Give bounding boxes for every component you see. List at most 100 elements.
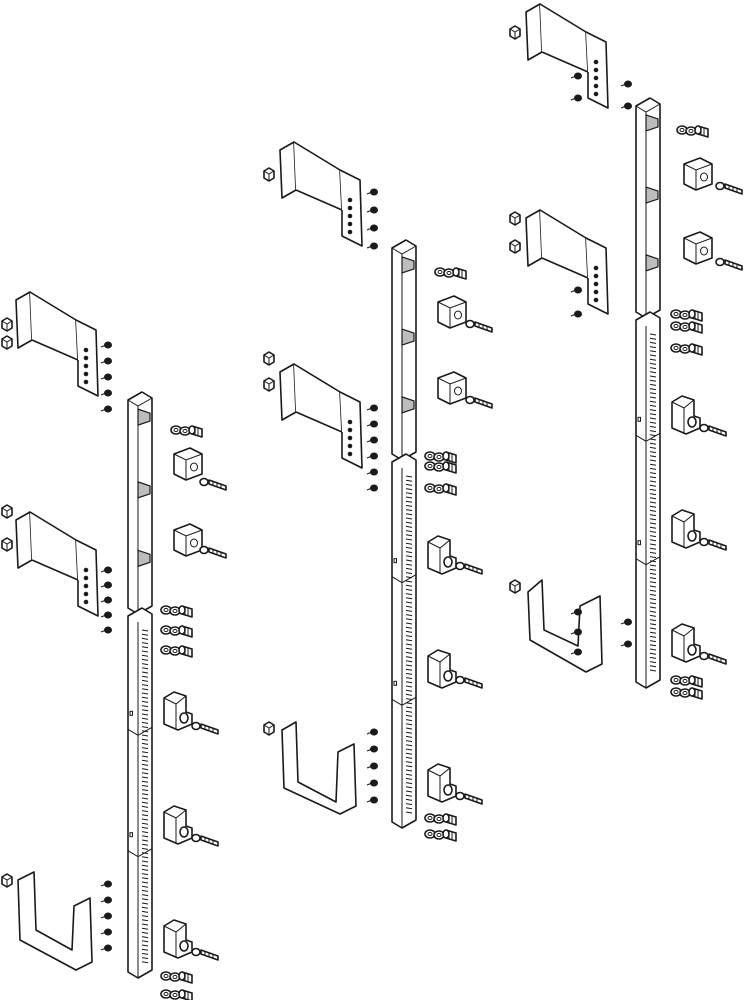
washer-bolt bbox=[170, 425, 203, 438]
busbar-notch bbox=[645, 254, 659, 272]
washer-bolt bbox=[670, 675, 703, 688]
bolt bbox=[715, 257, 743, 271]
screw bbox=[366, 468, 378, 476]
cube-nut bbox=[1, 504, 13, 519]
assembly-middle bbox=[263, 141, 493, 842]
busbar-notch bbox=[137, 408, 151, 426]
screw bbox=[100, 405, 112, 413]
screw bbox=[620, 640, 632, 648]
busbar-clamp bbox=[163, 919, 193, 959]
mounting-bracket bbox=[279, 363, 363, 469]
lower-busbar-housing bbox=[635, 311, 661, 689]
busbar-notch bbox=[645, 114, 659, 132]
bolt bbox=[191, 947, 219, 961]
washer-bolt bbox=[160, 605, 193, 618]
bolt bbox=[199, 545, 227, 559]
busbar-clamp bbox=[427, 763, 457, 803]
busbar-clamp bbox=[163, 691, 193, 731]
nut-block bbox=[173, 523, 203, 557]
mounting-bracket bbox=[525, 3, 609, 109]
screw bbox=[100, 357, 112, 365]
washer-bolt bbox=[160, 625, 193, 638]
busbar-clamp bbox=[427, 649, 457, 689]
screw bbox=[100, 928, 112, 936]
mounting-bracket bbox=[279, 141, 363, 247]
screw bbox=[100, 341, 112, 349]
screw bbox=[366, 206, 378, 214]
busbar-clamp bbox=[427, 535, 457, 575]
lower-busbar-housing bbox=[391, 453, 417, 829]
screw bbox=[570, 608, 582, 616]
assembly-left bbox=[1, 291, 227, 1000]
screw bbox=[100, 373, 112, 381]
busbar-notch bbox=[137, 549, 151, 568]
screw bbox=[570, 72, 582, 80]
screw bbox=[100, 912, 112, 920]
screw bbox=[366, 224, 378, 232]
screw bbox=[570, 628, 582, 636]
busbar-notch bbox=[645, 186, 659, 204]
cube-nut bbox=[263, 377, 275, 392]
washer-bolt bbox=[160, 971, 193, 984]
screw bbox=[366, 188, 378, 196]
mounting-bracket bbox=[15, 291, 99, 397]
screw bbox=[100, 581, 112, 589]
bolt bbox=[699, 423, 727, 437]
mounting-bracket bbox=[15, 511, 99, 617]
cube-nut bbox=[1, 537, 13, 552]
screw bbox=[620, 618, 632, 626]
screw bbox=[366, 452, 378, 460]
screw bbox=[570, 286, 582, 294]
nut-block bbox=[683, 157, 713, 191]
nut-block bbox=[683, 231, 713, 265]
busbar-notch bbox=[401, 256, 415, 274]
screw bbox=[100, 896, 112, 904]
washer-bolt bbox=[424, 483, 457, 496]
screw bbox=[100, 880, 112, 888]
cube-nut bbox=[263, 721, 275, 736]
screw bbox=[100, 389, 112, 397]
cube-nut bbox=[263, 351, 275, 366]
bolt bbox=[191, 833, 219, 847]
screw bbox=[366, 796, 378, 804]
cube-nut bbox=[263, 167, 275, 182]
screw bbox=[366, 728, 378, 736]
mounting-bracket bbox=[525, 209, 609, 315]
screw bbox=[366, 404, 378, 412]
upper-busbar-housing bbox=[391, 239, 417, 461]
screw bbox=[366, 420, 378, 428]
screw bbox=[100, 944, 112, 952]
screw bbox=[100, 566, 112, 574]
washer-bolt bbox=[676, 125, 709, 138]
bolt bbox=[465, 319, 493, 333]
washer-bolt bbox=[670, 343, 703, 356]
bolt bbox=[455, 561, 483, 575]
u-bracket bbox=[281, 721, 357, 815]
washer-bolt bbox=[670, 309, 703, 322]
washer-bolt bbox=[424, 829, 457, 842]
busbar-notch bbox=[137, 481, 151, 499]
cube-nut bbox=[509, 211, 521, 226]
bolt bbox=[455, 791, 483, 805]
cube-nut bbox=[1, 873, 13, 888]
screw bbox=[620, 80, 632, 88]
bolt bbox=[191, 721, 219, 735]
bolt bbox=[699, 651, 727, 665]
cube-nut bbox=[509, 239, 521, 254]
bolt bbox=[199, 477, 227, 491]
washer-bolt bbox=[160, 989, 193, 1000]
screw bbox=[620, 102, 632, 110]
cube-nut bbox=[1, 335, 13, 350]
nut-block bbox=[437, 371, 467, 405]
screw bbox=[100, 611, 112, 619]
screw bbox=[570, 310, 582, 318]
nut-block bbox=[173, 447, 203, 481]
busbar-clamp bbox=[671, 623, 701, 663]
screw bbox=[366, 242, 378, 250]
busbar-notch bbox=[401, 328, 415, 346]
washer-bolt bbox=[160, 645, 193, 658]
upper-busbar-housing bbox=[127, 391, 153, 615]
nut-block bbox=[437, 295, 467, 329]
